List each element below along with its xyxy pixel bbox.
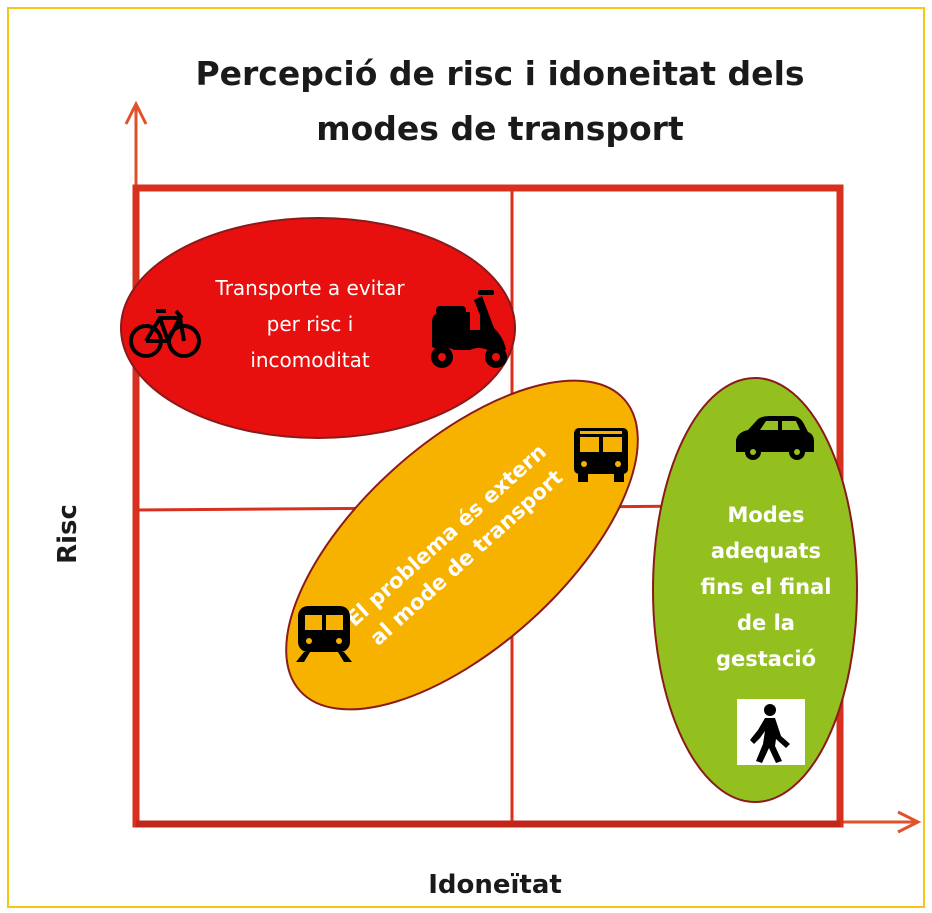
suitable-text-line-1: Modes [727, 503, 804, 527]
avoid-text-line-1: Transporte a evitar [214, 276, 405, 300]
y-axis-label: Risc [53, 504, 83, 564]
title-line-2: modes de transport [316, 109, 684, 148]
pedestrian-icon [737, 699, 805, 765]
suitable-text-line-2: adequats [711, 539, 821, 563]
avoid-text-line-3: incomoditat [250, 348, 370, 372]
bus-icon [574, 428, 628, 482]
avoid-text-line-2: per risc i [267, 312, 354, 336]
suitable-group: Modes adequats fins el final de la gesta… [652, 377, 858, 803]
avoid-ellipse [120, 217, 516, 439]
suitable-text-line-5: gestació [716, 647, 816, 671]
external-ellipse [285, 379, 639, 711]
car-icon [736, 416, 814, 460]
scooter-icon [431, 290, 507, 368]
outer-border [7, 7, 925, 908]
title-line-1: Percepció de risc i idoneitat dels [195, 54, 804, 93]
train-icon [296, 606, 352, 662]
x-axis-label: Idoneïtat [428, 870, 562, 900]
bicycle-icon [129, 309, 201, 358]
suitable-text-line-3: fins el final [701, 575, 832, 599]
suitable-text-line-4: de la [737, 611, 795, 635]
avoid-group: Transporte a evitar per risc i incomodit… [120, 217, 516, 439]
suitable-ellipse [652, 377, 858, 803]
